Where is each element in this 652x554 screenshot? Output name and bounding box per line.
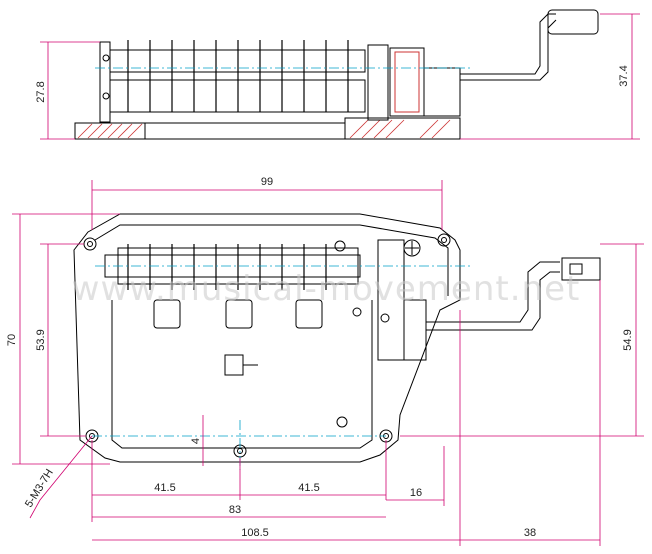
dim-half-span-left: 41.5 xyxy=(154,482,175,494)
dim-small: 4 xyxy=(190,438,202,444)
watermark-text: www.musical-movement.net xyxy=(72,269,581,309)
dim-overall-width: 108.5 xyxy=(241,527,269,539)
dim-crank-length: 38 xyxy=(524,527,536,539)
dim-hole-callout: 5-M3-7H xyxy=(23,467,56,510)
dim-side-height: 27.8 xyxy=(35,81,47,102)
dim-crank-height: 54.9 xyxy=(622,329,634,350)
dim-half-span-right: 41.5 xyxy=(298,482,319,494)
dim-inner-height: 53.9 xyxy=(35,329,47,350)
dim-top-width: 99 xyxy=(261,176,273,188)
dim-overall-height: 70 xyxy=(6,334,18,346)
plan-view-dimensions xyxy=(12,180,644,546)
plan-view xyxy=(73,213,601,463)
side-view xyxy=(74,9,599,140)
side-view-dimensions xyxy=(40,13,640,140)
dim-offset: 16 xyxy=(410,487,422,499)
dim-side-total-height: 37.4 xyxy=(618,65,630,86)
dim-hole-span: 83 xyxy=(229,504,241,516)
